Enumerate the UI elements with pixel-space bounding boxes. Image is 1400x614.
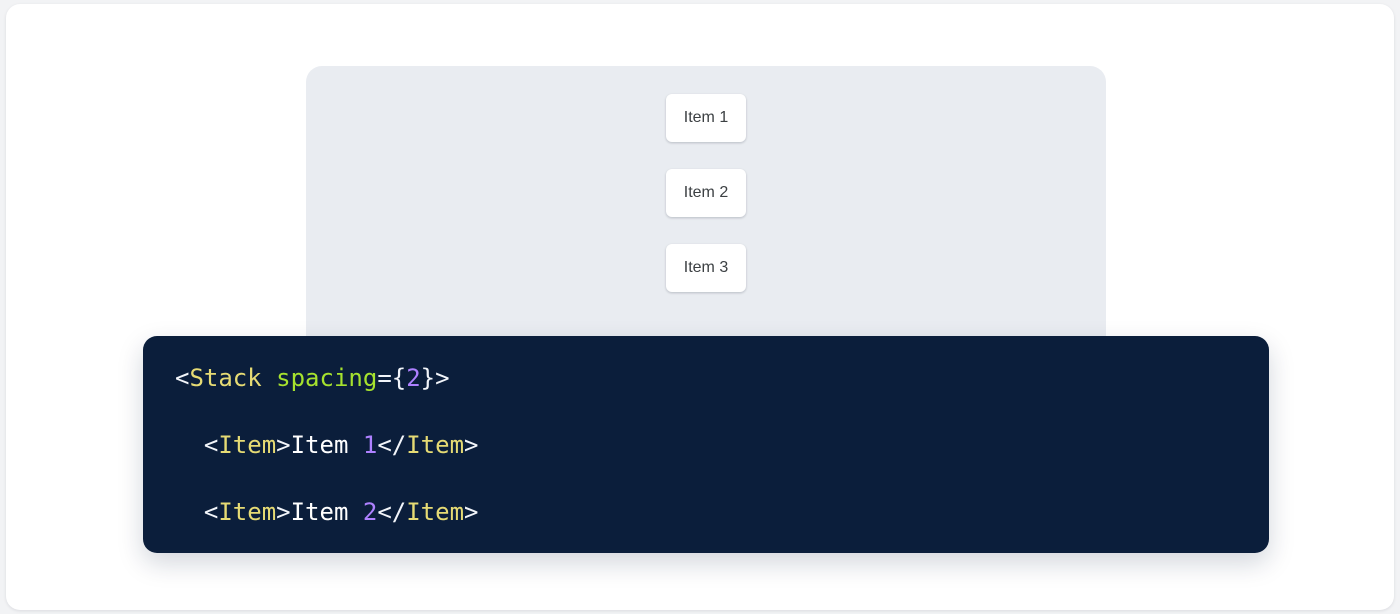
code-token-text: Item <box>291 498 363 526</box>
code-token-num: 2 <box>406 364 420 392</box>
code-token-punct: > <box>276 431 290 459</box>
code-indent <box>175 431 204 459</box>
code-token-punct: < <box>204 498 218 526</box>
code-token-punct: < <box>175 364 189 392</box>
stack-container: Item 1 Item 2 Item 3 <box>306 94 1106 292</box>
stack-item-label: Item 3 <box>684 259 728 277</box>
code-block: <Stack spacing={2}> <Item>Item 1</Item> … <box>175 362 1237 553</box>
code-token-punct: }> <box>421 364 450 392</box>
code-token-punct <box>262 364 276 392</box>
stack-item[interactable]: Item 3 <box>666 244 746 292</box>
code-token-punct: < <box>204 431 218 459</box>
code-indent <box>175 498 204 526</box>
code-line: <Stack spacing={2}> <box>175 362 1237 396</box>
code-token-tag: Item <box>406 498 464 526</box>
code-token-tag: Item <box>406 431 464 459</box>
code-line: <Item>Item 2</Item> <box>175 496 1237 530</box>
code-token-punct: </ <box>377 498 406 526</box>
code-token-tag: Stack <box>189 364 261 392</box>
code-token-punct: </ <box>377 431 406 459</box>
code-token-punct: > <box>464 498 478 526</box>
code-token-punct: ={ <box>377 364 406 392</box>
stack-item[interactable]: Item 2 <box>666 169 746 217</box>
code-token-text: Item <box>291 431 363 459</box>
code-token-tag: Item <box>218 498 276 526</box>
stack-item-label: Item 2 <box>684 184 728 202</box>
code-snippet-panel[interactable]: <Stack spacing={2}> <Item>Item 1</Item> … <box>143 336 1269 553</box>
code-token-punct: > <box>464 431 478 459</box>
code-line: <Item>Item 1</Item> <box>175 429 1237 463</box>
code-token-attr: spacing <box>276 364 377 392</box>
code-token-num: 2 <box>363 498 377 526</box>
code-token-punct: > <box>276 498 290 526</box>
stack-item-label: Item 1 <box>684 109 728 127</box>
code-token-tag: Item <box>218 431 276 459</box>
content-sheet: Item 1 Item 2 Item 3 <Stack spacing={2}>… <box>6 4 1394 610</box>
code-token-num: 1 <box>363 431 377 459</box>
stack-item[interactable]: Item 1 <box>666 94 746 142</box>
